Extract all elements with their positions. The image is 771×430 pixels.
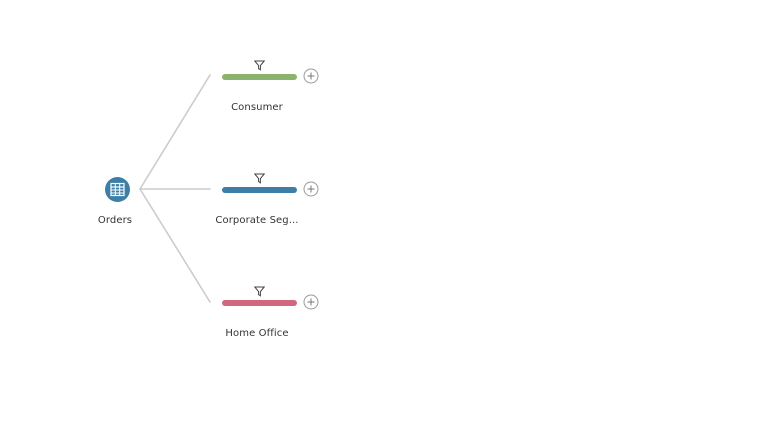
- source-node-orders[interactable]: [105, 177, 130, 202]
- filter-icon: [254, 286, 265, 297]
- filter-icon: [254, 60, 265, 71]
- step-label-corporate: Corporate Seg...: [215, 215, 299, 226]
- filter-icon: [254, 173, 265, 184]
- connector-line-home-office: [139, 188, 211, 303]
- add-step-icon[interactable]: [303, 294, 319, 310]
- source-node-label: Orders: [97, 215, 133, 226]
- add-step-icon[interactable]: [303, 181, 319, 197]
- table-icon: [110, 182, 125, 197]
- connector-line-consumer: [139, 74, 211, 190]
- step-label-consumer: Consumer: [231, 102, 283, 113]
- step-bar-home-office[interactable]: [222, 300, 297, 306]
- step-bar-corporate[interactable]: [222, 187, 297, 193]
- step-bar-consumer[interactable]: [222, 74, 297, 80]
- add-step-icon[interactable]: [303, 68, 319, 84]
- step-label-home-office: Home Office: [225, 328, 289, 339]
